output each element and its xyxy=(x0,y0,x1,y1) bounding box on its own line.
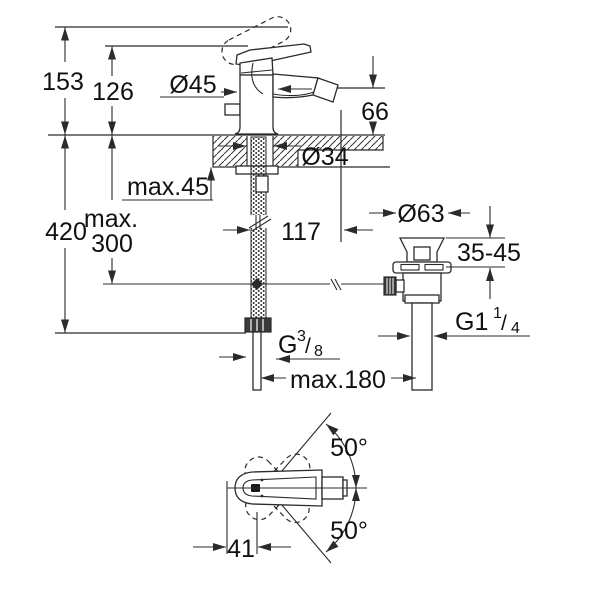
hose-break xyxy=(248,215,272,232)
dim-3545-label: 35-45 xyxy=(457,239,521,267)
handle-top-view: 50° 50° 41 xyxy=(193,412,368,564)
svg-text:G: G xyxy=(278,331,297,359)
dim-dia63-label: Ø63 xyxy=(397,200,444,228)
shank-and-hose xyxy=(235,136,279,391)
rod-joint xyxy=(251,278,263,290)
dim-126-label: 126 xyxy=(92,78,134,106)
popup-waste xyxy=(383,237,452,391)
angle-ray-down xyxy=(275,497,332,564)
dim-300-label: 300 xyxy=(91,230,133,258)
angle-arc-down xyxy=(325,487,360,553)
svg-text:/: / xyxy=(305,335,311,358)
dim-dia45-label: Ø45 xyxy=(169,71,216,99)
dim-g38-label: G 3 / 8 xyxy=(278,328,323,360)
dimension-arrows xyxy=(61,27,530,382)
dim-117-label: 117 xyxy=(281,218,321,246)
dim-153-label: 153 xyxy=(42,68,84,96)
rod-guide xyxy=(255,175,269,193)
svg-text:4: 4 xyxy=(511,320,520,337)
waste-flange xyxy=(392,261,452,274)
lever-socket xyxy=(395,279,405,293)
front-view: 153 126 Ø45 66 420 max.45 Ø34 max. 300 1… xyxy=(42,16,530,394)
popup-rod xyxy=(103,278,384,291)
waste-collar xyxy=(404,294,440,304)
dim-dia34-label: Ø34 xyxy=(301,143,348,171)
dim-41-label: 41 xyxy=(227,535,255,563)
dim-max45-label: max.45 xyxy=(127,173,209,201)
svg-text:8: 8 xyxy=(314,343,323,360)
svg-text:G1: G1 xyxy=(455,308,488,336)
hose-nut xyxy=(244,317,272,333)
aerator xyxy=(312,77,339,103)
dim-66-label: 66 xyxy=(361,98,389,126)
dim-max-word-label: max. xyxy=(84,205,138,233)
dimension-labels: 153 126 Ø45 66 420 max.45 Ø34 max. 300 1… xyxy=(42,68,521,394)
popup-knob xyxy=(224,103,241,116)
tailpiece xyxy=(411,302,433,391)
dim-50deg-up-label: 50° xyxy=(330,434,368,462)
plug-lift xyxy=(413,246,431,261)
dim-g114-label: G1 1 / 4 xyxy=(455,305,520,337)
dim-420-label: 420 xyxy=(45,218,87,246)
supply-tube xyxy=(252,331,262,391)
dim-max180-label: max.180 xyxy=(290,366,386,394)
svg-text:3: 3 xyxy=(297,328,306,345)
reference-lines xyxy=(48,26,385,334)
angle-arc-up xyxy=(325,423,360,489)
svg-text:1: 1 xyxy=(493,305,502,322)
dim-50deg-down-label: 50° xyxy=(330,517,368,545)
rod-break xyxy=(330,278,342,291)
svg-text:/: / xyxy=(501,312,507,335)
spout xyxy=(272,73,319,99)
angle-ray-up xyxy=(275,412,332,479)
body-column xyxy=(234,74,279,135)
